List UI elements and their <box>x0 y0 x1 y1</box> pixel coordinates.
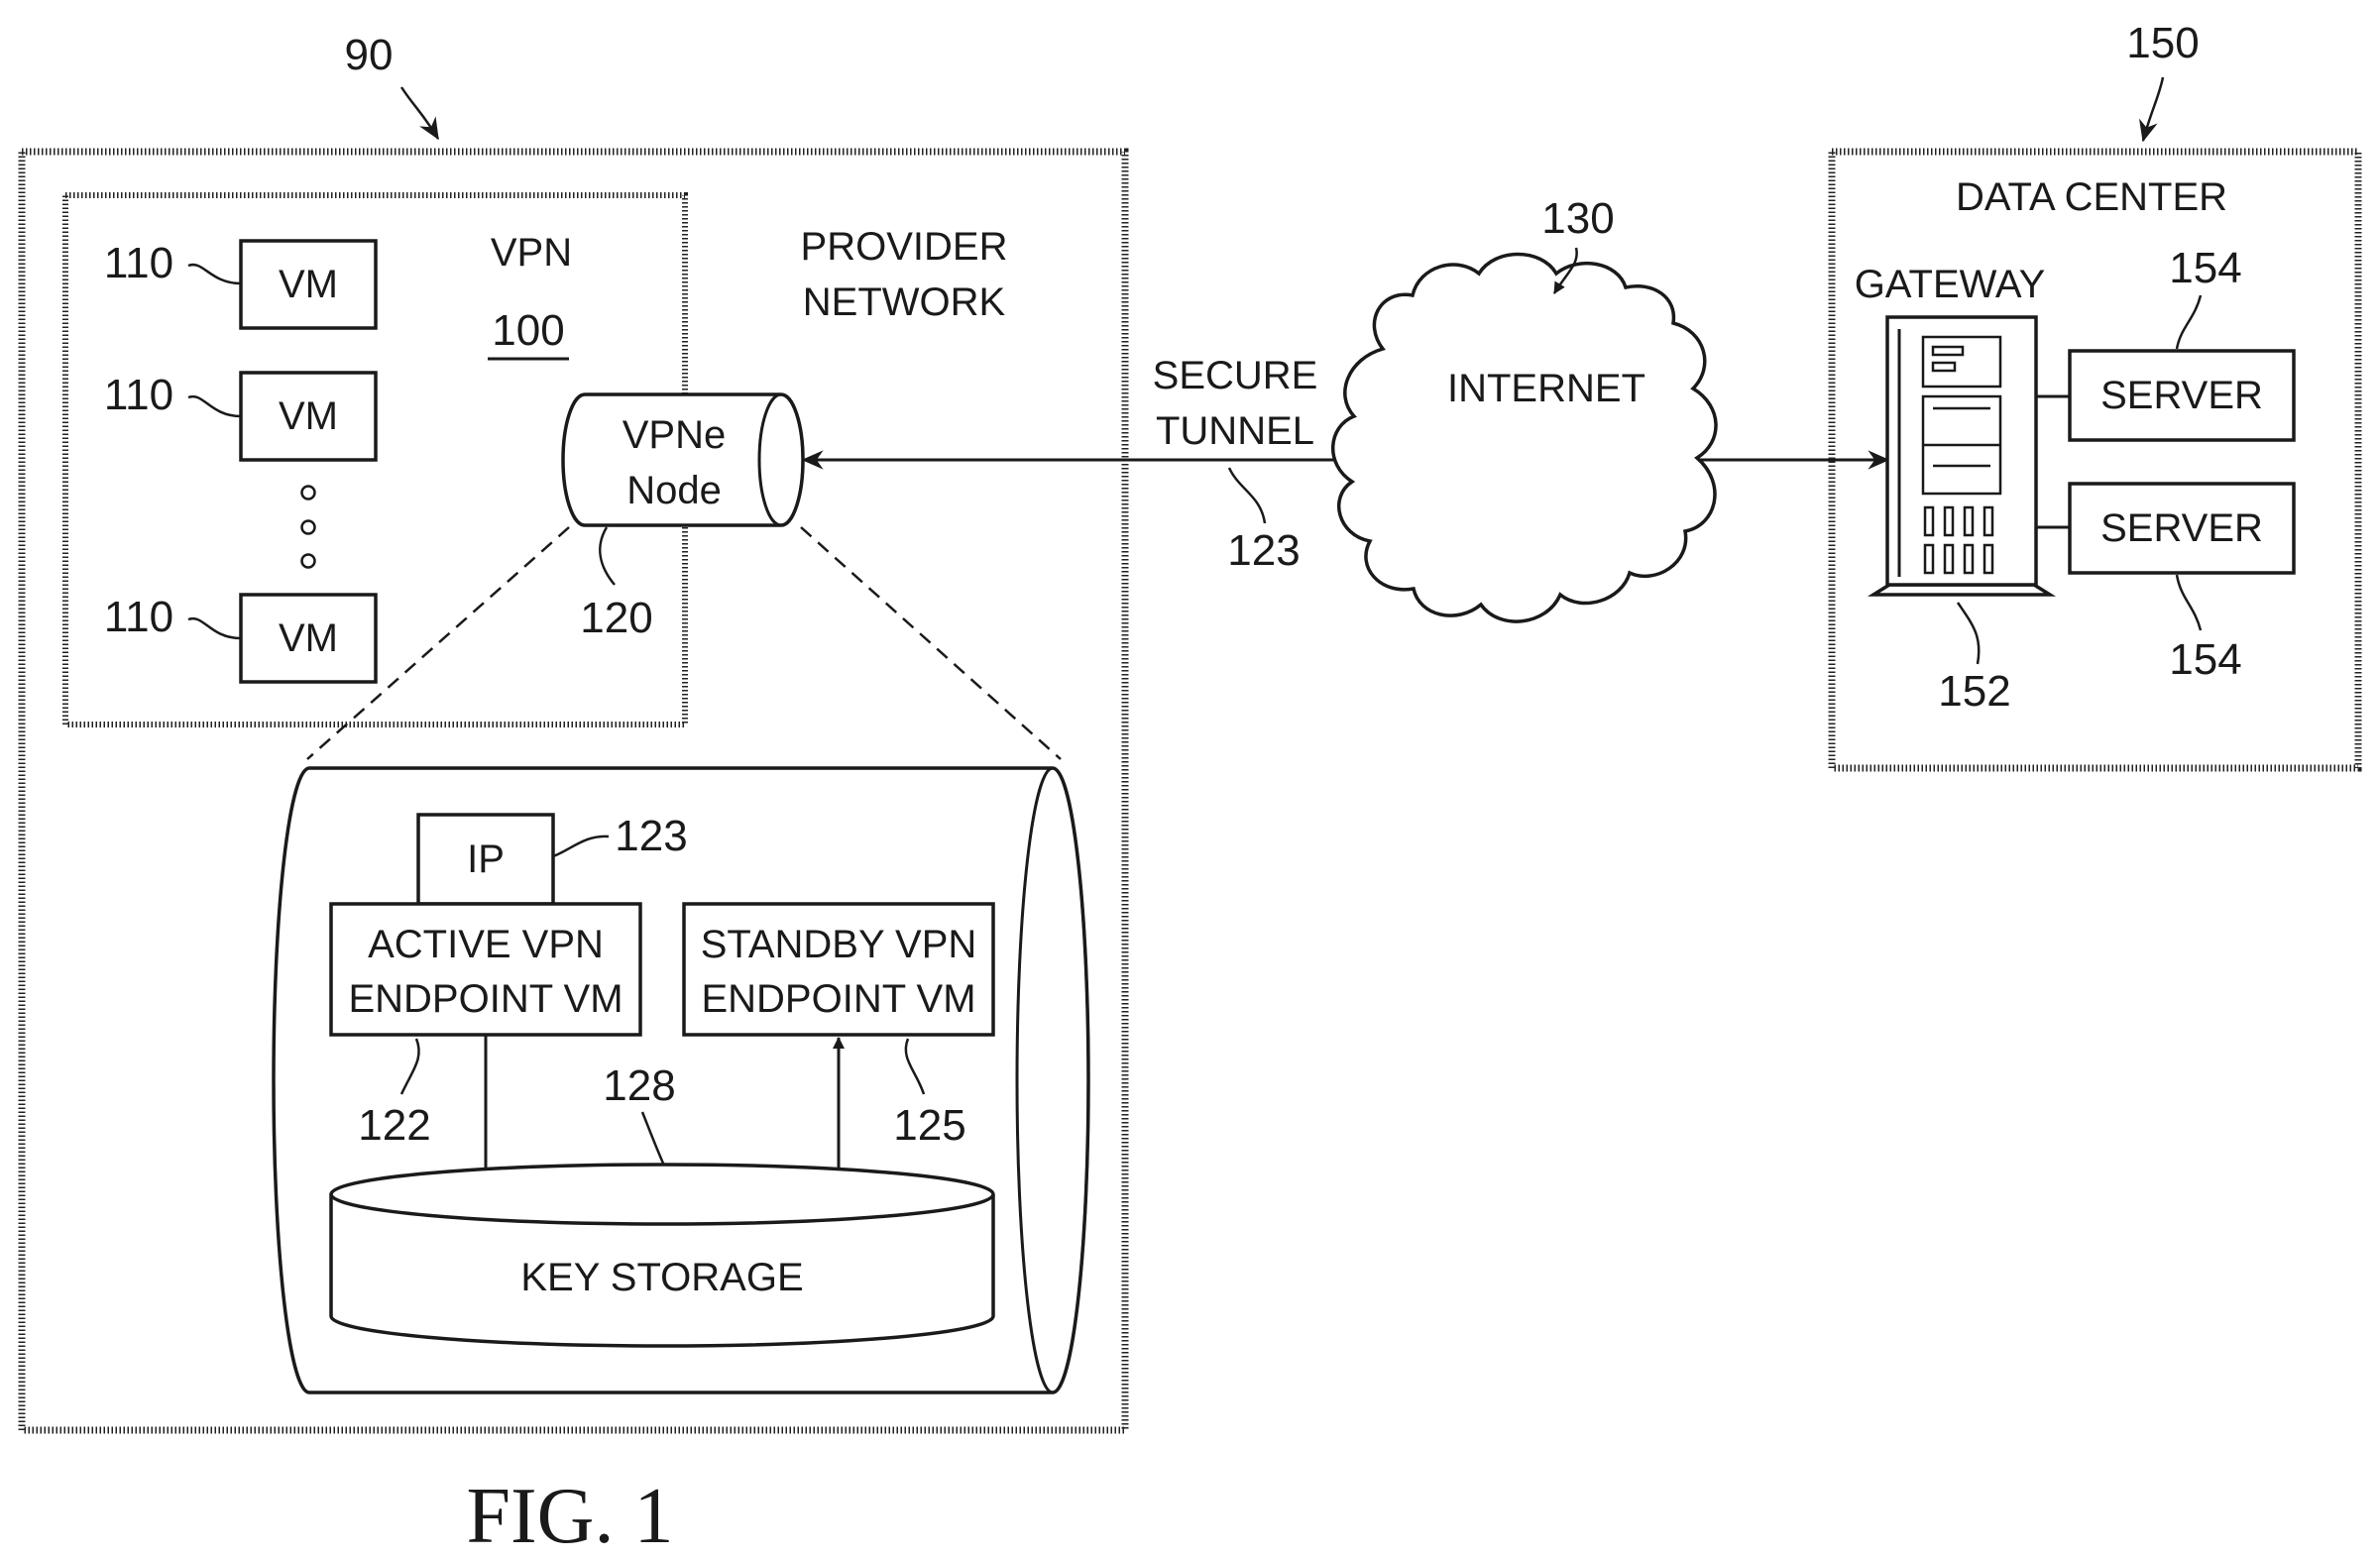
provider-network-label-1: PROVIDER <box>801 225 1008 269</box>
vm-label: VM <box>279 616 338 660</box>
vm-ref: 110 <box>104 371 173 419</box>
server-box: SERVER 154 <box>2070 484 2294 684</box>
vpn-ref: 100 <box>492 306 564 355</box>
gateway-tower-icon <box>1887 317 2036 585</box>
gateway-ref: 152 <box>1938 667 2010 716</box>
internet-ref: 130 <box>1541 194 1614 243</box>
standby-vpn-label-2: ENDPOINT VM <box>701 977 975 1021</box>
active-vpn-label-1: ACTIVE VPN <box>368 923 604 966</box>
figure-caption: FIG. 1 <box>467 1473 674 1560</box>
vpne-node: VPNe Node 120 <box>563 394 803 642</box>
vm-ref: 110 <box>104 239 173 287</box>
data-center: 150 DATA CENTER GATEWAY <box>1832 19 2358 768</box>
active-vpn-ref: 122 <box>358 1101 430 1150</box>
gateway-label: GATEWAY <box>1855 263 2046 306</box>
internet-label: INTERNET <box>1447 367 1645 410</box>
vpne-node-ref: 120 <box>580 594 652 642</box>
vm-ref: 110 <box>104 593 173 641</box>
key-storage-label: KEY STORAGE <box>520 1256 803 1299</box>
zoom-line-right <box>801 527 1061 759</box>
vm-box: VM 110 <box>104 371 376 460</box>
data-center-label: DATA CENTER <box>1956 175 2227 219</box>
vm-box: VM 110 <box>104 593 376 682</box>
secure-tunnel-ref: 123 <box>1227 526 1300 575</box>
server-label: SERVER <box>2100 374 2263 417</box>
server-ref: 154 <box>2169 635 2241 684</box>
vm-label: VM <box>279 394 338 438</box>
vm-label: VM <box>279 263 338 306</box>
server-ref: 154 <box>2169 244 2241 292</box>
standby-vpn-label-1: STANDBY VPN <box>701 923 977 966</box>
data-center-ref: 150 <box>2126 19 2199 67</box>
server-box: SERVER 154 <box>2070 244 2294 440</box>
vpne-node-label-1: VPNe <box>623 413 727 457</box>
server-label: SERVER <box>2100 506 2263 550</box>
vpne-node-label-2: Node <box>626 469 722 512</box>
gateway: GATEWAY 152 <box>1855 263 2050 716</box>
internet-cloud: INTERNET 130 <box>1333 194 1716 621</box>
active-vpn-label-2: ENDPOINT VM <box>348 977 623 1021</box>
key-storage-ref: 128 <box>603 1061 675 1110</box>
vpn-label: VPN <box>491 231 572 275</box>
provider-network-ref: 90 <box>345 31 394 79</box>
standby-vpn-ref: 125 <box>893 1101 965 1150</box>
secure-tunnel-label-1: SECURE <box>1153 354 1318 397</box>
provider-network-label-2: NETWORK <box>803 280 1006 324</box>
ip-label: IP <box>467 837 505 881</box>
more-vms-ellipsis <box>302 487 315 568</box>
secure-tunnel-label-2: TUNNEL <box>1156 409 1314 453</box>
node-detail: IP 123 ACTIVE VPN ENDPOINT VM 122 STANDB… <box>274 768 1088 1393</box>
ip-ref: 123 <box>615 812 687 860</box>
vm-box: VM 110 <box>104 239 376 328</box>
